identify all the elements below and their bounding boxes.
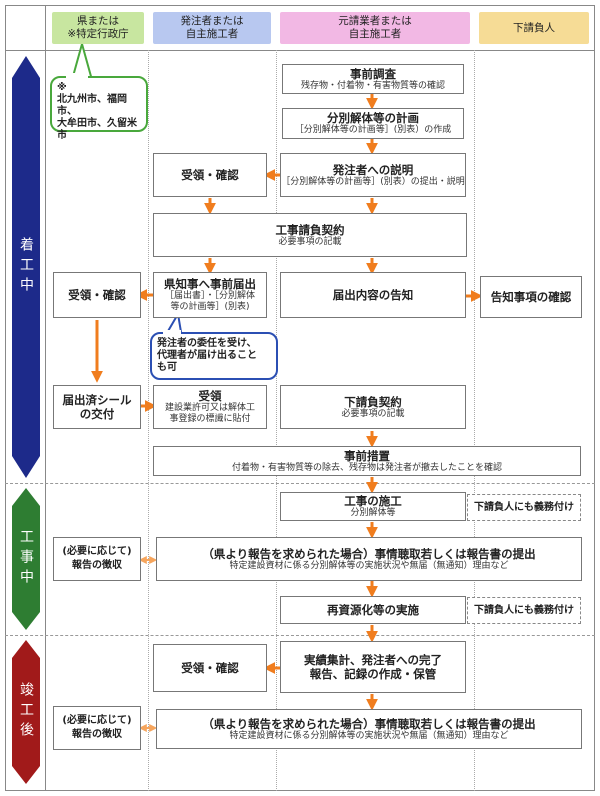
box-explain-to-client: 発注者への説明［分別解体等の計画等］(別表）の提出・説明 xyxy=(280,153,466,197)
box-report-collection-2: (必要に応じて) 報告の徴収 xyxy=(53,706,141,750)
box-subcontractor-duty-2: 下請負人にも義務付け xyxy=(467,597,581,624)
phase-column-divider xyxy=(45,5,46,791)
box-subcontractor-duty-1: 下請負人にも義務付け xyxy=(467,494,581,521)
box-client-receive-confirm: 受領・確認 xyxy=(153,153,267,197)
column-header-subcontractor: 下請負人 xyxy=(479,12,589,44)
box-hearing-report-1: （県より報告を求められた場合）事情聴取若しくは報告書の提出特定建設資材に係る分別… xyxy=(156,537,582,581)
column-divider xyxy=(148,50,149,791)
callout-cities: ※ 北九州市、福岡市、 大牟田市、久留米市 xyxy=(50,76,148,141)
phase-divider xyxy=(5,635,595,636)
diagram-frame xyxy=(5,5,595,791)
column-divider xyxy=(276,50,277,791)
phase-label-start: 着工中 xyxy=(18,237,34,297)
box-seal-issue: 届出済シール の交付 xyxy=(53,385,141,429)
box-prior-measures: 事前措置付着物・有害物質等の除去、残存物は発注者が撤去したことを確認 xyxy=(153,446,581,476)
callout-pointer-cities xyxy=(70,44,94,80)
box-recycling: 再資源化等の実施 xyxy=(280,596,466,624)
box-notify-contents: 届出内容の告知 xyxy=(280,272,466,318)
column-header-contractor: 元請業者または 自主施工者 xyxy=(280,12,470,44)
phase-label-completion: 竣工後 xyxy=(18,682,34,742)
callout-agent: 発注者の委任を受け、 代理者が届け出ること も可 xyxy=(150,332,278,380)
phase-label-construction: 工事中 xyxy=(18,529,34,589)
column-header-prefecture: 県または ※特定行政庁 xyxy=(52,12,144,44)
column-divider xyxy=(474,50,475,791)
box-client-receive-confirm-final: 受領・確認 xyxy=(153,644,267,692)
box-pref-receive-confirm: 受領・確認 xyxy=(53,272,141,318)
box-subcontract: 下請負契約必要事項の記載 xyxy=(280,385,466,429)
box-dismantling-plan: 分別解体等の計画［分別解体等の計画等］(別表）の作成 xyxy=(282,108,464,139)
phase-arrow-start xyxy=(12,56,40,478)
column-header-client: 発注者または 自主施工者 xyxy=(153,12,271,44)
phase-divider xyxy=(5,483,595,484)
phase-arrow-construction xyxy=(12,488,40,630)
phase-arrow-completion xyxy=(12,640,40,784)
box-advance-notification: 県知事へ事前届出［届出書］・［分別解体 等の計画等］(別表) xyxy=(153,272,267,318)
box-report-collection-1: (必要に応じて) 報告の徴収 xyxy=(53,537,141,581)
box-client-receive: 受領建設業許可又は解体工 事登録の標識に貼付 xyxy=(153,385,267,429)
box-construction-contract: 工事請負契約必要事項の記載 xyxy=(153,213,467,257)
box-hearing-report-2: （県より報告を求められた場合）事情聴取若しくは報告書の提出特定建設資材に係る分別… xyxy=(156,709,582,749)
box-construction-work: 工事の施工分別解体等 xyxy=(280,492,466,521)
box-confirm-notice: 告知事項の確認 xyxy=(480,276,582,318)
box-completion-report: 実績集計、発注者への完了 報告、記録の作成・保管 xyxy=(280,641,466,693)
box-prior-survey: 事前調査残存物・付着物・有害物質等の確認 xyxy=(282,64,464,94)
header-divider xyxy=(5,50,595,51)
